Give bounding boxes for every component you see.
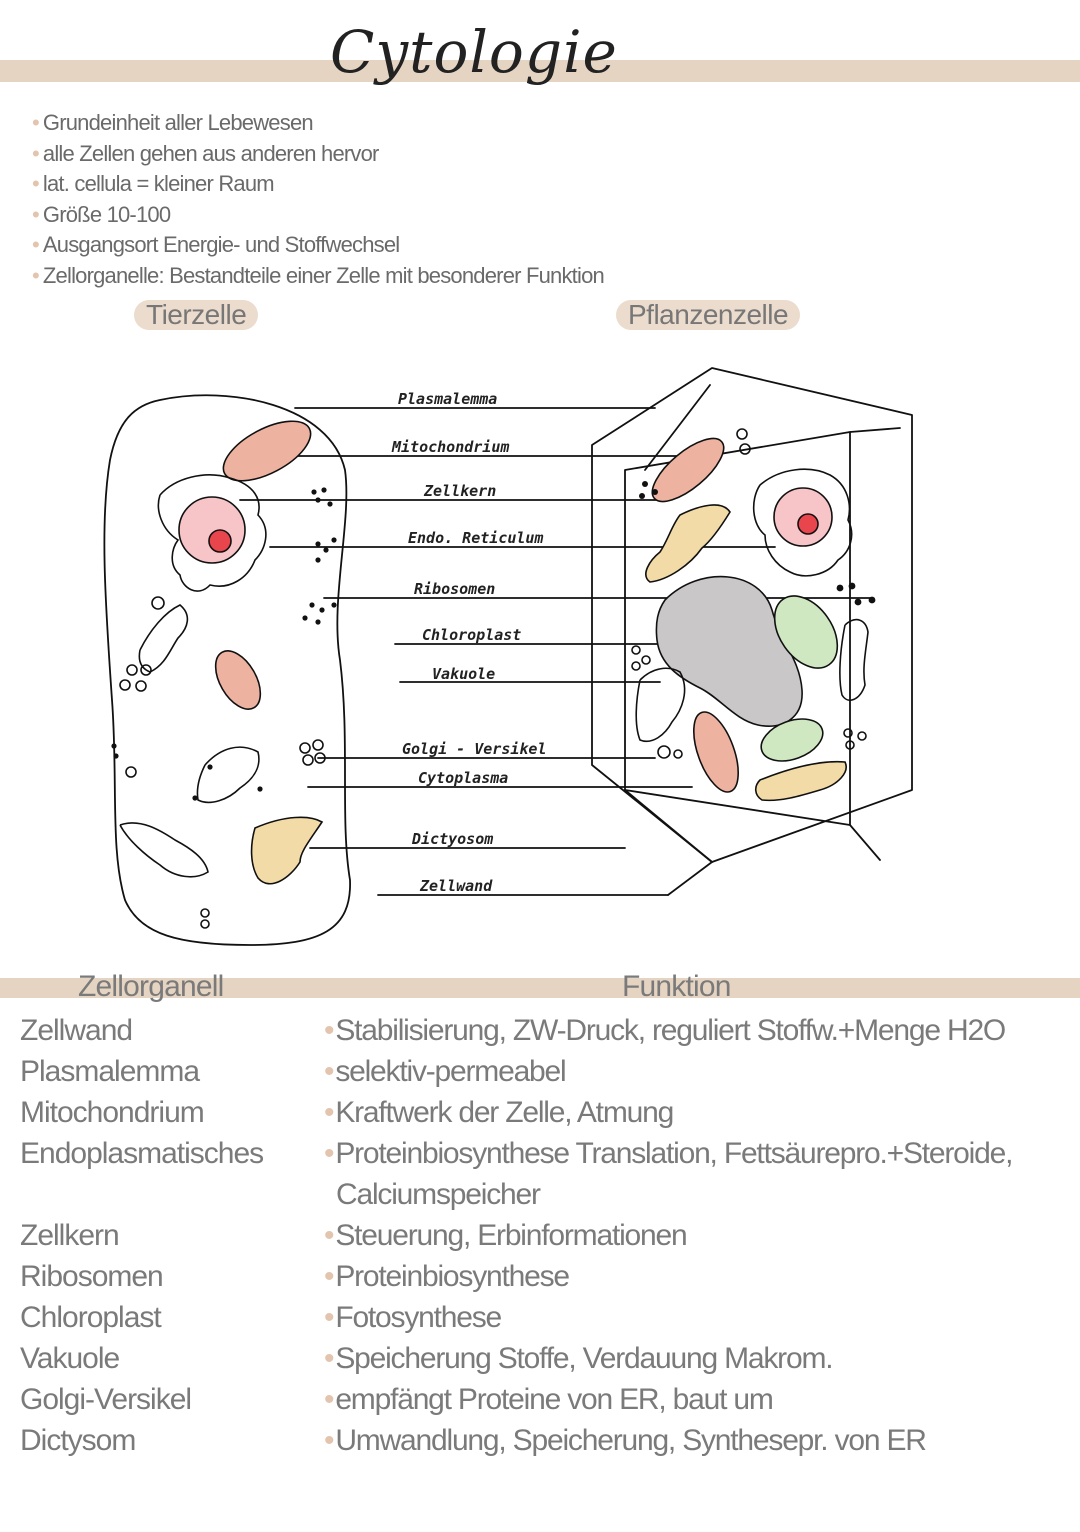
organelle-name: Zellwand	[20, 1014, 133, 1047]
label-ribosomen: Ribosomen	[414, 580, 495, 598]
label-zellwand: Zellwand	[419, 877, 493, 895]
er-shape	[196, 746, 260, 804]
label-mitochondrium: Mitochondrium	[391, 438, 509, 456]
ribosome-dots	[639, 481, 876, 606]
er-shape	[157, 474, 267, 592]
table-header-organelle: Zellorganell	[78, 970, 224, 1003]
mitochondrium-shape	[651, 437, 725, 503]
organelle-name: Dictysom	[20, 1424, 136, 1457]
intro-list: Grundeinheit aller Lebewesen alle Zellen…	[32, 108, 605, 292]
er-shape	[839, 618, 869, 701]
animal-cell-membrane	[103, 394, 351, 946]
label-vakuole: Vakuole	[432, 665, 495, 683]
organelle-function: •Steuerung, Erbinformationen	[324, 1219, 688, 1252]
mitochondrium-shape	[693, 711, 739, 793]
organelle-name: Golgi-Versikel	[20, 1383, 192, 1416]
organelle-function: •Speicherung Stoffe, Verdauung Makrom.	[324, 1342, 834, 1375]
table-row: Calciumspeicher	[0, 1174, 1080, 1215]
table-row: Plasmalemma •selektiv-permeabel	[0, 1051, 1080, 1092]
golgi-shape	[754, 760, 847, 802]
organelle-function: •empfängt Proteine von ER, baut um	[324, 1383, 774, 1416]
ribosome-dots	[111, 487, 337, 801]
chloroplast-shape	[773, 595, 839, 669]
table-header-function: Funktion	[622, 970, 731, 1003]
chloroplast-shape	[760, 718, 824, 762]
golgi-shape	[645, 504, 731, 583]
table-row: Mitochondrium •Kraftwerk der Zelle, Atmu…	[0, 1092, 1080, 1133]
organelle-function: Calciumspeicher	[336, 1178, 541, 1211]
table-row: Zellkern •Steuerung, Erbinformationen	[0, 1215, 1080, 1256]
nucleus-shape	[178, 496, 246, 564]
intro-item: Zellorganelle: Bestandteile einer Zelle …	[32, 261, 605, 292]
intro-item: Größe 10-100	[32, 200, 604, 231]
nucleolus-shape	[208, 529, 232, 553]
er-shape	[119, 822, 209, 878]
er-shape	[138, 604, 189, 673]
organelle-function: •Fotosynthese	[324, 1301, 502, 1334]
table-row: Golgi-Versikel •empfängt Proteine von ER…	[0, 1379, 1080, 1420]
title-band	[0, 60, 1080, 82]
plant-cell-wall	[591, 367, 913, 863]
table-row: Chloroplast •Fotosynthese	[0, 1297, 1080, 1338]
er-shape	[752, 468, 853, 577]
table-row: Vakuole •Speicherung Stoffe, Verdauung M…	[0, 1338, 1080, 1379]
organelle-name: Plasmalemma	[20, 1055, 200, 1088]
organelle-name: Ribosomen	[20, 1260, 164, 1293]
organelle-name: Mitochondrium	[20, 1096, 205, 1129]
table-row: Ribosomen •Proteinbiosynthese	[0, 1256, 1080, 1297]
intro-item: Grundeinheit aller Lebewesen	[32, 108, 604, 139]
mitochondrium-shape	[222, 420, 312, 482]
organelle-name: Chloroplast	[20, 1301, 162, 1334]
organelle-name: Endoplasmatisches	[20, 1137, 264, 1170]
page-title: Cytologie	[330, 18, 618, 86]
organelle-function: •Kraftwerk der Zelle, Atmung	[324, 1096, 674, 1129]
intro-item: alle Zellen gehen aus anderen hervor	[32, 139, 604, 170]
table-header-band	[0, 978, 1080, 998]
label-golgi-versikel: Golgi - Versikel	[402, 740, 547, 758]
label-zellkern: Zellkern	[423, 482, 496, 500]
label-cytoplasma: Cytoplasma	[418, 769, 508, 787]
organelle-function: •Umwandlung, Speicherung, Synthesepr. vo…	[324, 1424, 927, 1457]
golgi-shape	[250, 816, 324, 885]
label-chloroplast: Chloroplast	[422, 626, 521, 644]
organelle-function: •selektiv-permeabel	[324, 1055, 567, 1088]
label-dictyosom: Dictyosom	[411, 830, 493, 848]
table-row: Endoplasmatisches •Proteinbiosynthese Tr…	[0, 1133, 1080, 1174]
er-shape	[635, 667, 686, 742]
organelle-name: Vakuole	[20, 1342, 120, 1375]
vacuole-shape	[655, 575, 803, 727]
table-row: Dictysom •Umwandlung, Speicherung, Synth…	[0, 1420, 1080, 1461]
intro-item: lat. cellula = kleiner Raum	[32, 169, 604, 200]
organelle-function: •Stabilisierung, ZW-Druck, reguliert Sto…	[324, 1014, 1006, 1047]
label-plasmalemma: Plasmalemma	[398, 390, 497, 408]
organelle-function: •Proteinbiosynthese	[324, 1260, 570, 1293]
organelle-function: •Proteinbiosynthese Translation, Fettsäu…	[324, 1137, 1013, 1170]
intro-item: Ausgangsort Energie- und Stoffwechsel	[32, 230, 604, 261]
table-row: Zellwand •Stabilisierung, ZW-Druck, regu…	[0, 1010, 1080, 1051]
organelle-name: Zellkern	[20, 1219, 120, 1252]
cell-diagram: Plasmalemma Mitochondrium Zellkern Endo.…	[103, 367, 913, 946]
plant-cell-label: Pflanzenzelle	[616, 300, 801, 330]
animal-cell-label: Tierzelle	[134, 300, 259, 330]
label-endo-reticulum: Endo. Reticulum	[408, 529, 543, 547]
nucleolus-shape	[797, 513, 819, 535]
mitochondrium-shape	[214, 650, 262, 710]
